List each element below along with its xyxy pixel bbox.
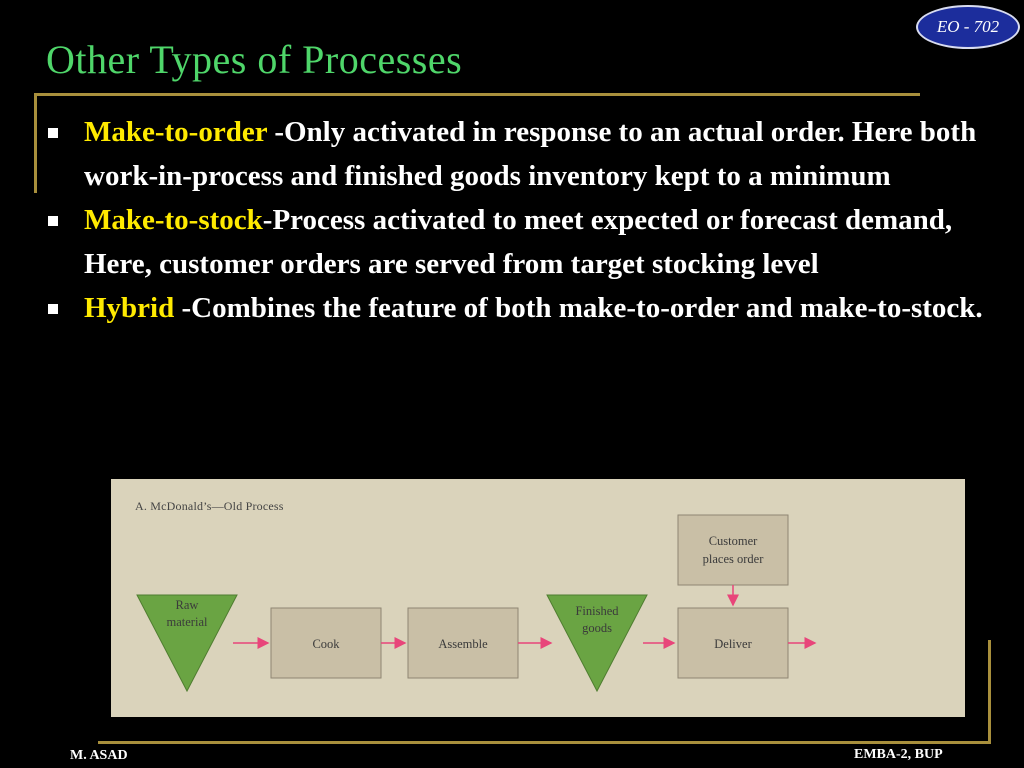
- slide-number-badge: EO - 702: [916, 5, 1020, 49]
- raw-material-label-2: material: [167, 615, 208, 629]
- cook-box: [270, 607, 382, 679]
- bullet-make-to-order: Make-to-order -Only activated in respons…: [44, 110, 1004, 198]
- customer-order-box: [677, 514, 789, 586]
- finished-goods-label-1: Finished: [575, 604, 619, 618]
- bullet-square-icon: [48, 216, 58, 226]
- assemble-box: [407, 607, 519, 679]
- customer-order-label-2: places order: [703, 552, 765, 566]
- bullet-term: Hybrid: [84, 292, 175, 324]
- footer-course: EMBA-2, BUP: [854, 747, 943, 762]
- process-flow-figure: A. McDonald’s—Old Process Raw material C…: [111, 479, 965, 717]
- footer-author: M. ASAD: [70, 748, 128, 763]
- assemble-label: Assemble: [438, 637, 488, 651]
- process-flow-diagram: Raw material Cook Assemble Finished good…: [136, 514, 817, 693]
- bullet-text: -Combines the feature of both make-to-or…: [174, 292, 983, 324]
- bullet-text: -Only activated in response to an actual…: [84, 116, 977, 192]
- bottom-rule: [98, 741, 990, 744]
- cook-label: Cook: [312, 637, 340, 651]
- bullet-term: Make-to-order: [84, 116, 268, 148]
- slide-title: Other Types of Processes: [46, 37, 463, 82]
- bullet-square-icon: [48, 304, 58, 314]
- deliver-box: [677, 607, 789, 679]
- raw-material-label-1: Raw: [176, 598, 199, 612]
- bullet-text: -Process activated to meet expected or f…: [84, 204, 953, 280]
- bullet-list: Make-to-order -Only activated in respons…: [44, 110, 1004, 330]
- bullet-term: Make-to-stock: [84, 204, 263, 236]
- finished-goods-triangle: [546, 594, 648, 693]
- left-rule: [34, 93, 37, 193]
- bullet-make-to-stock: Make-to-stock-Process activated to meet …: [44, 198, 1004, 286]
- finished-goods-label-2: goods: [582, 621, 612, 635]
- top-rule: [34, 93, 920, 96]
- bullet-square-icon: [48, 128, 58, 138]
- right-rule: [988, 640, 991, 744]
- customer-order-label-1: Customer: [709, 534, 758, 548]
- figure-caption: A. McDonald’s—Old Process: [135, 499, 284, 513]
- bullet-hybrid: Hybrid -Combines the feature of both mak…: [44, 286, 1004, 330]
- deliver-label: Deliver: [714, 637, 752, 651]
- raw-material-triangle: [136, 594, 238, 693]
